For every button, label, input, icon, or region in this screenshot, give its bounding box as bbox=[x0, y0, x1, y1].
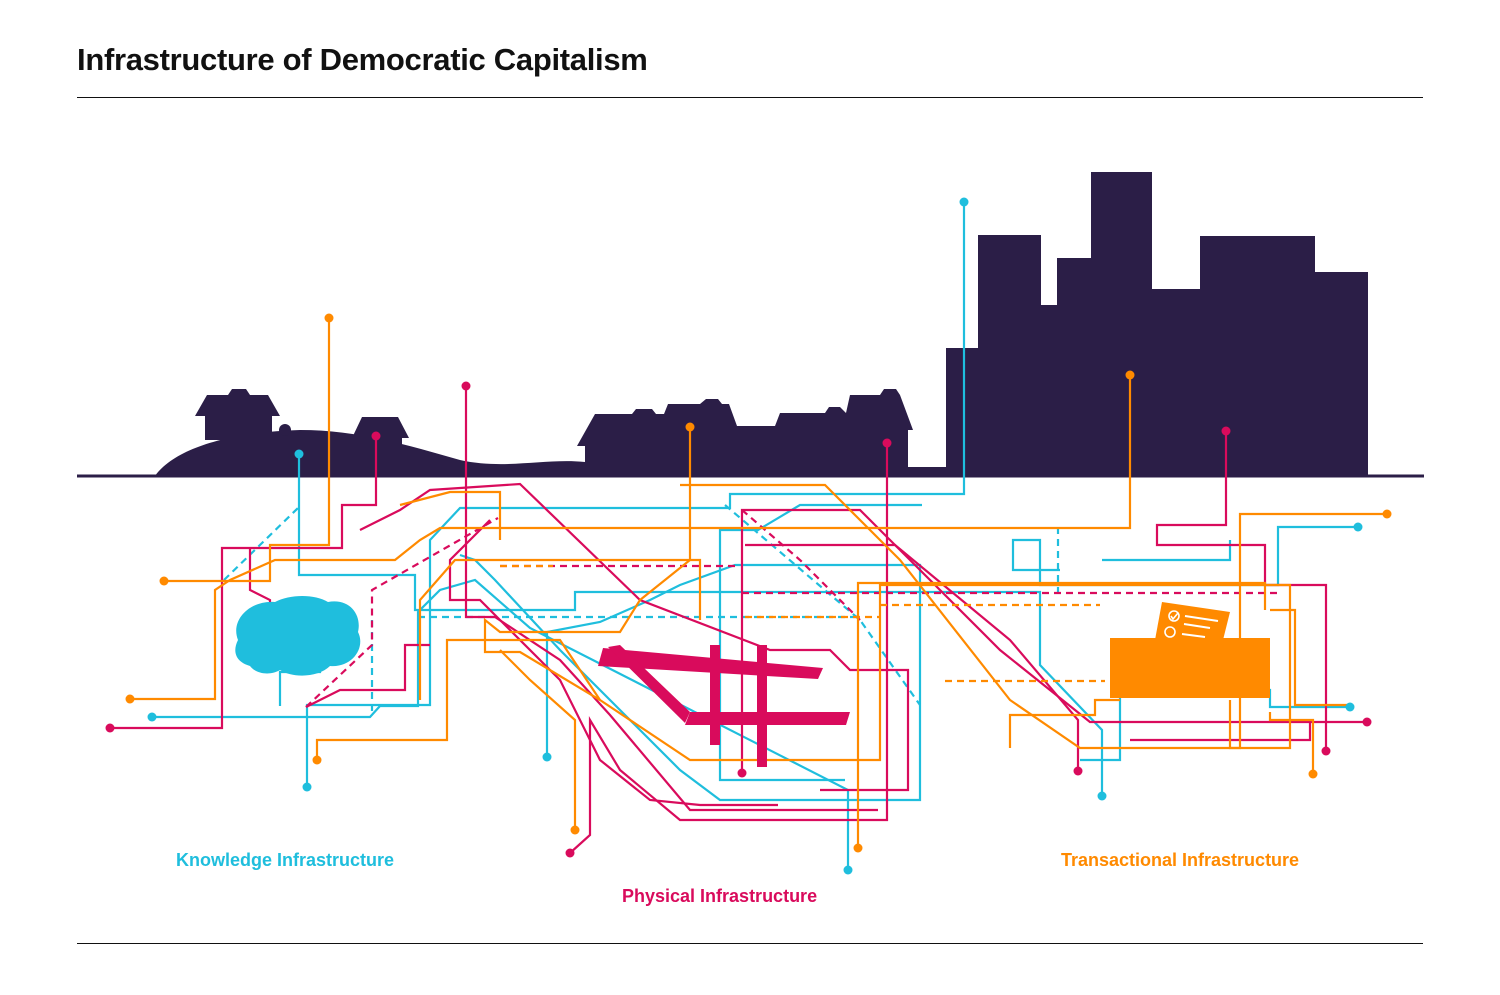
top-divider bbox=[77, 97, 1423, 98]
road-grid-icon bbox=[598, 645, 850, 767]
ballot-box-icon bbox=[1110, 602, 1270, 698]
transactional-network bbox=[130, 318, 1387, 848]
transactional-dashed bbox=[500, 564, 1105, 683]
bottom-divider bbox=[77, 943, 1423, 944]
knowledge-endpoints bbox=[147, 197, 1363, 875]
physical-endpoints bbox=[105, 381, 1372, 858]
page-title: Infrastructure of Democratic Capitalism bbox=[77, 42, 648, 77]
legend-physical: Physical Infrastructure bbox=[622, 886, 818, 906]
skyline-silhouette bbox=[155, 172, 1368, 476]
legend-knowledge: Knowledge Infrastructure bbox=[176, 850, 395, 870]
physical-network bbox=[110, 386, 1367, 854]
brain-icon bbox=[235, 596, 361, 676]
transactional-endpoints bbox=[125, 313, 1392, 853]
legend-transactional: Transactional Infrastructure bbox=[1061, 850, 1300, 870]
